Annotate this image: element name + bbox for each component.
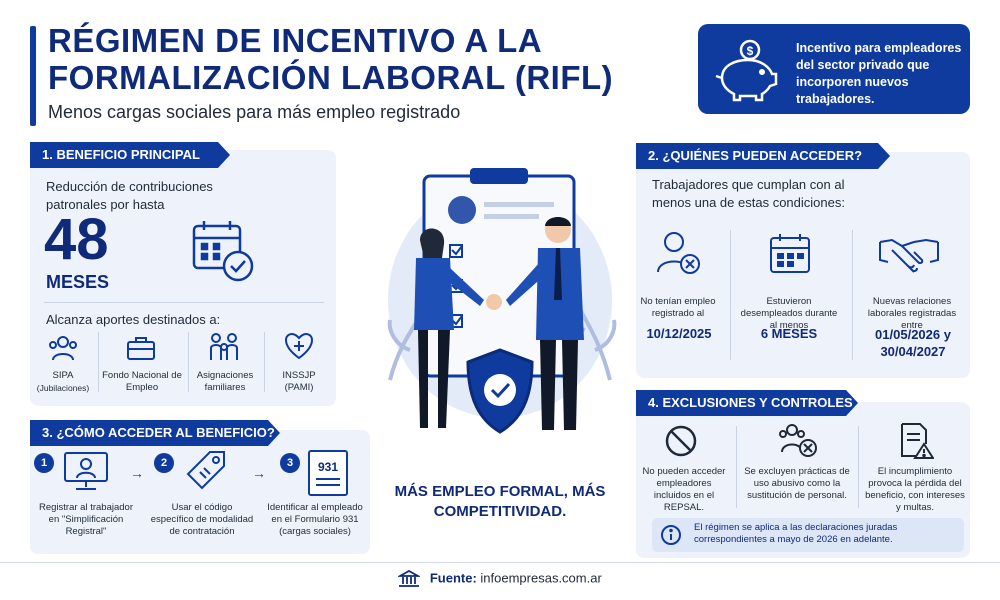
condition3-value: 01/05/2026 y 30/04/2027 [875, 327, 951, 359]
condition2-text: Estuvieron desempleados durante al menos [740, 296, 838, 331]
sipa-title: SIPA [52, 370, 74, 381]
sipa-sub: (Jubilaciones) [36, 383, 90, 393]
form-lines [316, 478, 340, 480]
sipa-label: SIPA (Jubilaciones) [30, 370, 96, 394]
step-number: 2 [154, 453, 174, 473]
handshake-illustration [380, 150, 620, 450]
section1-panel [30, 150, 336, 406]
exclusion2-text: Se excluyen prácticas de uso abusivo com… [744, 466, 850, 501]
center-tagline: MÁS EMPLEO FORMAL, MÁS COMPETITIVIDAD. [394, 483, 606, 520]
exclusion3-text: El incumplimiento provoca la pérdida del… [865, 466, 965, 513]
form-931-icon: 931 [308, 450, 348, 496]
condition2-value: 6 MESES [760, 326, 818, 341]
inssjp-title: INSSJP [282, 370, 316, 381]
promo-text: Incentivo para empleadores del sector pr… [796, 41, 962, 106]
step-arrow: → [130, 465, 144, 481]
step-arrow: → [252, 465, 266, 481]
footer: Fuente: infoempresas.com.ar [0, 570, 1000, 588]
section2-intro: Trabajadores que cumplan con al menos un… [652, 177, 845, 210]
section1-unit: MESES [46, 272, 110, 292]
user-x-icon [654, 228, 702, 276]
condition3-text: Nuevas relaciones laborales registradas … [867, 296, 957, 331]
inssjp-label: INSSJP (PAMI) [266, 370, 332, 394]
step2-text: Usar el código específico de modalidad d… [150, 502, 254, 537]
divider [188, 332, 189, 392]
condition1-text: No tenían empleo registrado al [640, 296, 716, 319]
briefcase-icon [126, 334, 156, 362]
heart-plus-icon [284, 332, 314, 360]
section4-note: El régimen se aplica a las declaraciones… [694, 522, 898, 545]
section1-number: 48 [44, 207, 109, 272]
divider [858, 426, 859, 508]
step-number: 3 [280, 453, 300, 473]
inssjp-sub: (PAMI) [284, 382, 314, 393]
asignaciones-label: Asignaciones familiares [196, 370, 254, 393]
form-931-number: 931 [317, 460, 339, 474]
section4-note-box [652, 518, 964, 552]
divider [264, 332, 265, 392]
people-icon [48, 334, 78, 362]
bank-icon [398, 570, 421, 588]
section1-heading: 1. BENEFICIO PRINCIPAL [30, 142, 230, 168]
page-subtitle: Menos cargas sociales para más empleo re… [48, 102, 461, 122]
footer-divider [0, 562, 1000, 563]
calendar-icon [768, 232, 812, 276]
section1-aportes-label: Alcanza aportes destinados a: [46, 312, 221, 327]
divider [852, 230, 853, 360]
section3-heading: 3. ¿CÓMO ACCEDER AL BENEFICIO? [30, 420, 280, 446]
title-accent-bar [30, 26, 36, 126]
section4-heading: 4. EXCLUSIONES Y CONTROLES [636, 390, 858, 416]
section2-heading: 2. ¿QUIÉNES PUEDEN ACCEDER? [636, 143, 890, 169]
handshake-icon [878, 232, 940, 276]
footer-label: Fuente: [429, 570, 477, 586]
footer-source[interactable]: infoempresas.com.ar [480, 570, 602, 586]
form-lines [316, 484, 340, 486]
divider [98, 332, 99, 392]
svg-text:$: $ [747, 44, 754, 58]
family-icon [208, 332, 240, 362]
piggy-bank-icon: $ [712, 36, 780, 104]
section1-intro: Reducción de contribuciones patronales p… [46, 179, 213, 212]
exclusion1-text: No pueden acceder empleadores incluidos … [642, 466, 726, 513]
step-number: 1 [34, 453, 54, 473]
divider [736, 426, 737, 508]
divider [730, 230, 731, 360]
monitor-user-icon [62, 450, 110, 492]
step1-text: Registrar al trabajador en "Simplificaci… [39, 502, 133, 537]
section1-divider [44, 302, 324, 303]
ban-icon [664, 424, 698, 458]
tag-icon [184, 448, 228, 492]
page-title: RÉGIMEN DE INCENTIVO A LA FORMALIZACIÓN … [48, 22, 614, 96]
people-x-icon [778, 422, 818, 458]
document-warning-icon [898, 422, 934, 460]
calendar-check-icon [190, 218, 256, 284]
promo-box: $ Incentivo para empleadores del sector … [698, 24, 970, 114]
info-icon [660, 524, 682, 546]
step3-text: Identificar al empleado en el Formulario… [267, 502, 363, 537]
fondo-label: Fondo Nacional de Empleo [102, 370, 182, 393]
condition1-value: 10/12/2025 [646, 326, 712, 341]
